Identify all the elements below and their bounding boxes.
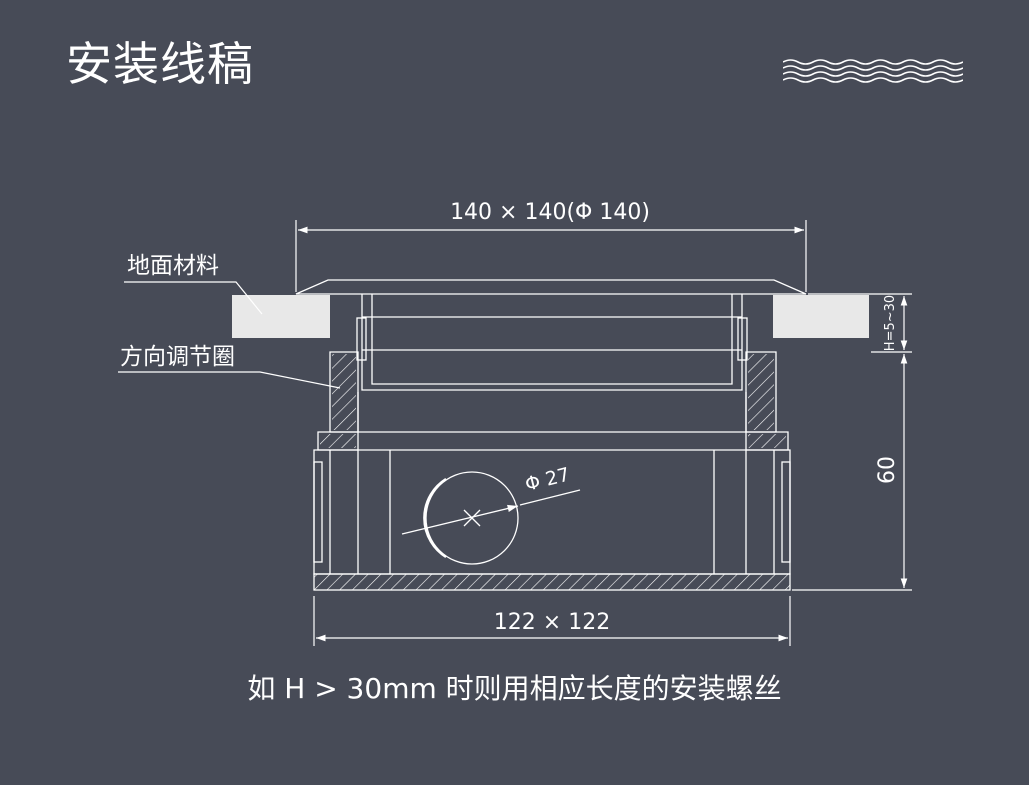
floor-block-right — [773, 295, 869, 338]
direction-ring-leader — [118, 371, 341, 389]
hatched-base — [313, 573, 791, 591]
page-title: 安装线稿 — [66, 37, 254, 91]
hole-dimension-label: Φ 27 — [523, 464, 572, 496]
outlet-hole — [401, 471, 581, 565]
direction-ring-label: 方向调节圈 — [120, 344, 235, 370]
floor-material-leader — [124, 281, 263, 315]
floor-material-label: 地面材料 — [127, 253, 219, 279]
top-dimension-label: 140 × 140(Φ 140) — [450, 200, 650, 225]
height-range-label: H=5~30 — [883, 295, 898, 351]
wave-lines-icon — [783, 59, 963, 83]
floor-block-left — [232, 295, 330, 338]
inner-body — [361, 294, 743, 391]
height-label: 60 — [875, 456, 900, 484]
installation-note: 如 H > 30mm 时则用相应长度的安装螺丝 — [247, 672, 782, 705]
bottom-dimension-label: 122 × 122 — [494, 610, 610, 635]
top-cover-plate — [295, 279, 807, 295]
installation-drawing: Φ 27 140 × 140(Φ 140) 122 × 122 H=5~30 6… — [118, 200, 912, 646]
